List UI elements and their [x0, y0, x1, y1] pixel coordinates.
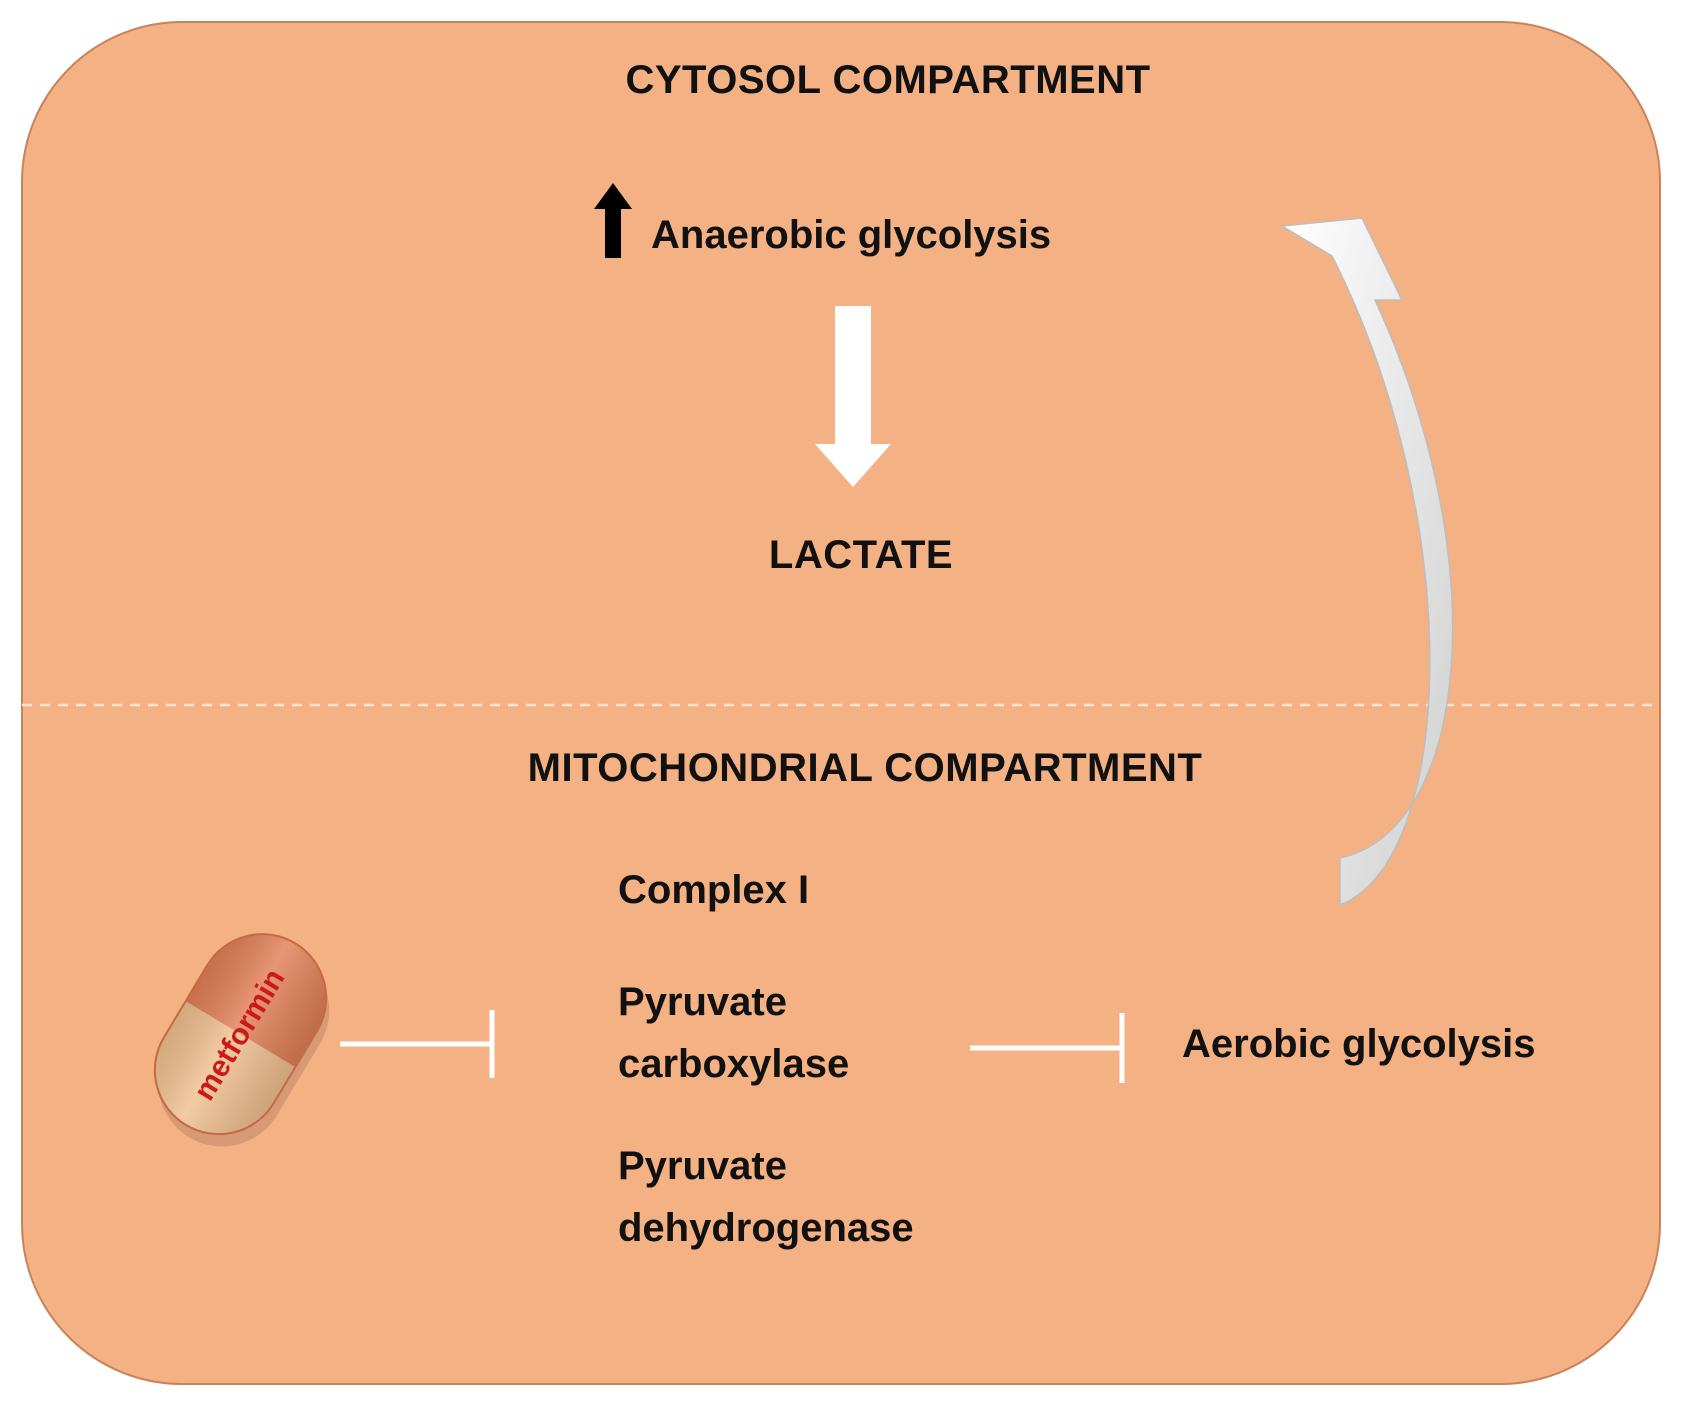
metformin-pill-icon	[131, 910, 350, 1158]
pyruvate-carboxylase-line1: Pyruvate	[618, 980, 787, 1024]
aerobic-inhibition-arrow	[970, 1013, 1125, 1083]
pyruvate-carboxylase-line2: carboxylase	[618, 1042, 850, 1086]
pyruvate-dehydrogenase-line2: dehydrogenase	[618, 1206, 914, 1250]
cytosol-compartment-title: CYTOSOL COMPARTMENT	[625, 58, 1151, 102]
lactate-label: LACTATE	[768, 533, 954, 577]
pyruvate-dehydrogenase-line1: Pyruvate	[618, 1144, 787, 1188]
complex-i-label: Complex I	[618, 868, 810, 912]
mitochondrial-compartment-title: MITOCHONDRIAL COMPARTMENT	[527, 746, 1203, 790]
curved-feedback-arrow-icon	[1279, 217, 1454, 907]
down-arrow-icon	[815, 306, 891, 487]
anaerobic-glycolysis-label: Anaerobic glycolysis	[651, 213, 1052, 257]
up-arrow-icon	[594, 183, 632, 258]
metformin-inhibition-arrow	[340, 1010, 495, 1078]
aerobic-glycolysis-label: Aerobic glycolysis	[1182, 1022, 1536, 1066]
